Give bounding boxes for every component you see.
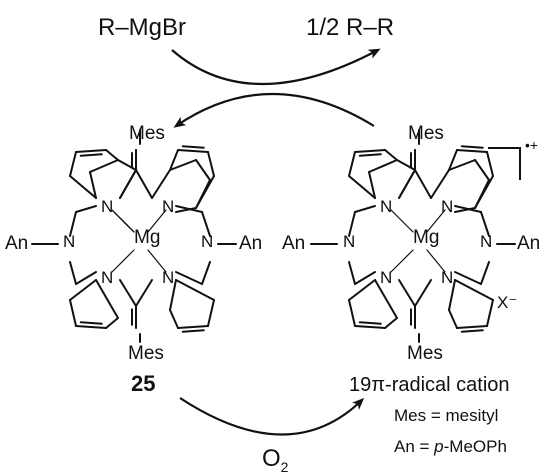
left-n-bridge-left: N	[63, 232, 76, 251]
arrow-bottom-oxidation	[179, 397, 365, 436]
right-metal: Mg	[413, 227, 440, 248]
oxidant-subscript: 2	[280, 459, 289, 475]
porphyrin-left-skeleton	[31, 129, 237, 343]
oxidant-symbol: O	[262, 445, 281, 472]
charge-bracket	[488, 147, 521, 180]
left-n-bridge-right: N	[201, 232, 214, 251]
legend-an-suffix: -MeOPh	[443, 437, 507, 456]
right-n-bridge-left: N	[343, 232, 356, 251]
product-label: 1/2 R–R	[306, 14, 395, 41]
right-n-pyrrole-tr: N	[441, 197, 454, 216]
arrow-top-return	[173, 93, 375, 128]
legend-an-prefix: An =	[394, 437, 435, 456]
left-n-pyrrole-tr: N	[162, 197, 175, 216]
legend-an-italic: p	[434, 437, 444, 456]
right-substituent-right: An	[517, 233, 541, 254]
left-substituent-left: An	[5, 233, 29, 254]
left-substituent-right: An	[239, 233, 263, 254]
legend-mes: Mes = mesityl	[394, 406, 499, 425]
right-meso-bottom: Mes	[407, 343, 443, 364]
left-n-pyrrole-tl: N	[101, 197, 114, 216]
right-n-pyrrole-tl: N	[380, 197, 393, 216]
right-n-pyrrole-bl: N	[380, 268, 393, 287]
legend-an: An = p-MeOPh	[394, 438, 507, 455]
radical-cation-caption: 19π-radical cation	[349, 374, 510, 396]
oxidant-label: O2	[262, 445, 288, 475]
right-n-bridge-right: N	[480, 232, 493, 251]
left-meso-bottom: Mes	[128, 343, 164, 364]
compound-number: 25	[131, 371, 156, 396]
radical-cation-charge: •+	[525, 137, 539, 153]
left-n-pyrrole-bl: N	[101, 268, 114, 287]
left-n-pyrrole-br: N	[162, 268, 175, 287]
reagent-label: R–MgBr	[98, 14, 187, 41]
left-meso-top: Mes	[129, 123, 165, 144]
left-metal: Mg	[134, 227, 161, 248]
right-substituent-left: An	[282, 233, 306, 254]
counterion-label: X⁻	[497, 293, 518, 312]
right-meso-top: Mes	[408, 123, 444, 144]
porphyrin-right-skeleton	[111, 129, 516, 343]
right-n-pyrrole-br: N	[441, 268, 454, 287]
arrow-top-grignard	[171, 48, 381, 86]
